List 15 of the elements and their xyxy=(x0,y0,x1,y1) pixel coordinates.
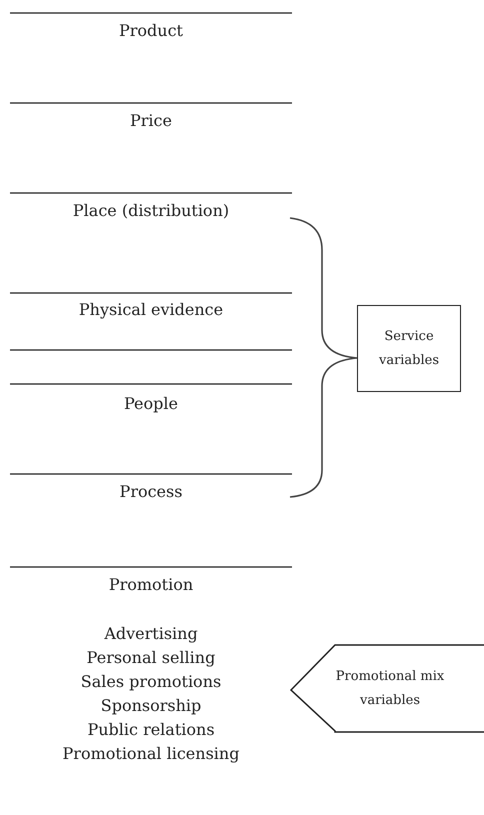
text-box: Service variables xyxy=(357,305,461,392)
category-label: People xyxy=(123,393,179,415)
category-label: Process xyxy=(118,481,184,503)
category-label: Promotion xyxy=(108,574,194,596)
category-label: Place (distribution) xyxy=(72,200,230,222)
list-item: Promotional licensing xyxy=(62,743,240,765)
list-item: Personal selling xyxy=(86,647,216,669)
category-label: Physical evidence xyxy=(78,299,224,321)
category-label: Product xyxy=(118,20,184,42)
list-item: Sponsorship xyxy=(100,695,202,717)
list-item: Advertising xyxy=(103,623,199,645)
list-item: Sales promotions xyxy=(80,671,222,693)
arrow-callout: Promotional mix variables xyxy=(290,644,484,733)
list-item: Public relations xyxy=(86,719,216,741)
category-label: Price xyxy=(129,110,173,132)
